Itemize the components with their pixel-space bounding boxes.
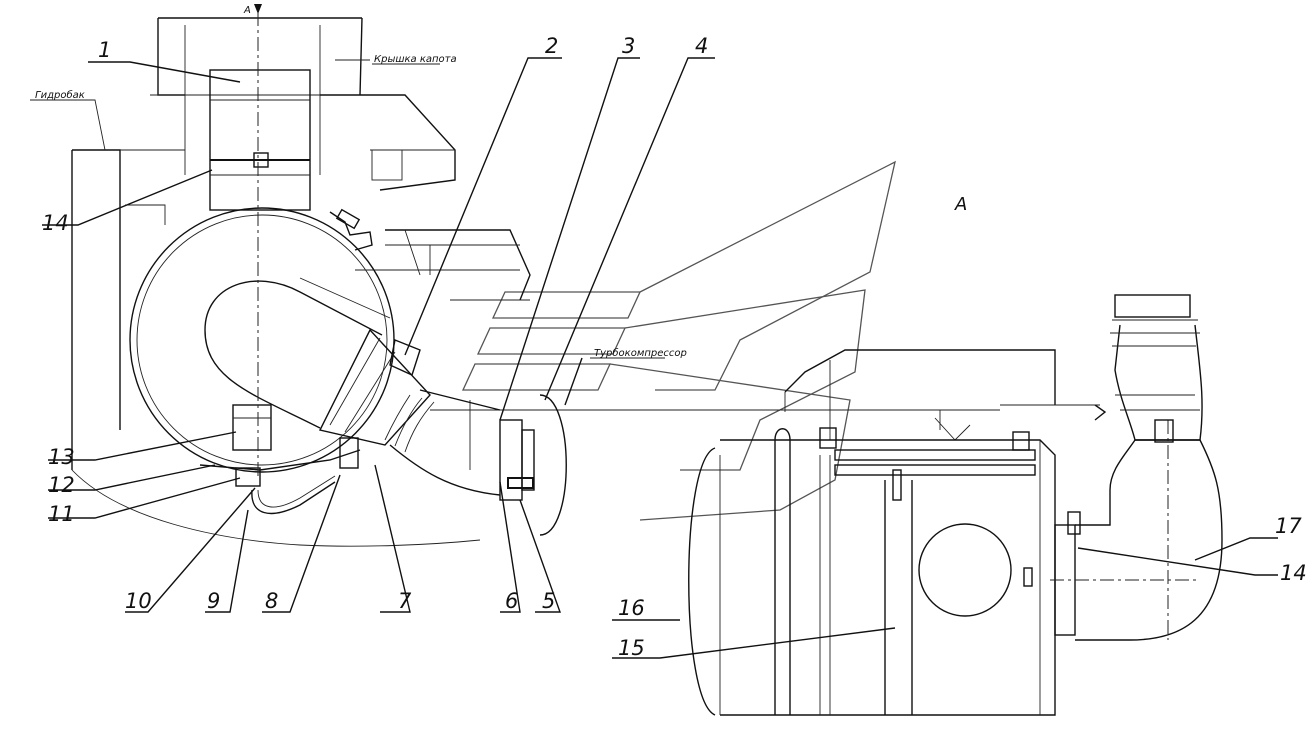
- callout-9: 9: [207, 589, 220, 613]
- turbocharger-note: Турбокомпрессор: [594, 347, 687, 359]
- callout-14-left: 14: [42, 211, 69, 235]
- hood-cover-note: Крышка капота: [374, 54, 457, 65]
- callout-3: 3: [622, 34, 635, 58]
- callout-4: 4: [695, 34, 708, 58]
- callout-16: 16: [618, 596, 645, 620]
- callout-17: 17: [1275, 514, 1302, 538]
- callout-15: 15: [618, 636, 645, 660]
- callout-14-right: 14: [1280, 561, 1307, 585]
- callout-13: 13: [48, 445, 75, 469]
- view-a-structure: [688, 294, 1223, 716]
- callout-7: 7: [398, 589, 412, 613]
- callout-11: 11: [48, 502, 75, 526]
- air-filter-housing: [129, 207, 567, 536]
- callout-12: 12: [48, 473, 75, 497]
- leader-lines: [30, 57, 1278, 659]
- view-arrow-label: A: [243, 5, 251, 16]
- callout-6: 6: [505, 589, 518, 613]
- callout-5: 5: [542, 589, 555, 613]
- view-arrow: [254, 4, 262, 14]
- radiator-note: Гидробак: [35, 89, 85, 101]
- intake-duct: [209, 69, 311, 211]
- cab-structure: [71, 17, 1000, 547]
- view-label: A: [954, 194, 967, 215]
- callout-8: 8: [265, 589, 278, 613]
- watermark-logo: [461, 160, 896, 521]
- callout-1: 1: [98, 38, 111, 62]
- callout-2: 2: [545, 34, 558, 58]
- callout-10: 10: [125, 589, 152, 613]
